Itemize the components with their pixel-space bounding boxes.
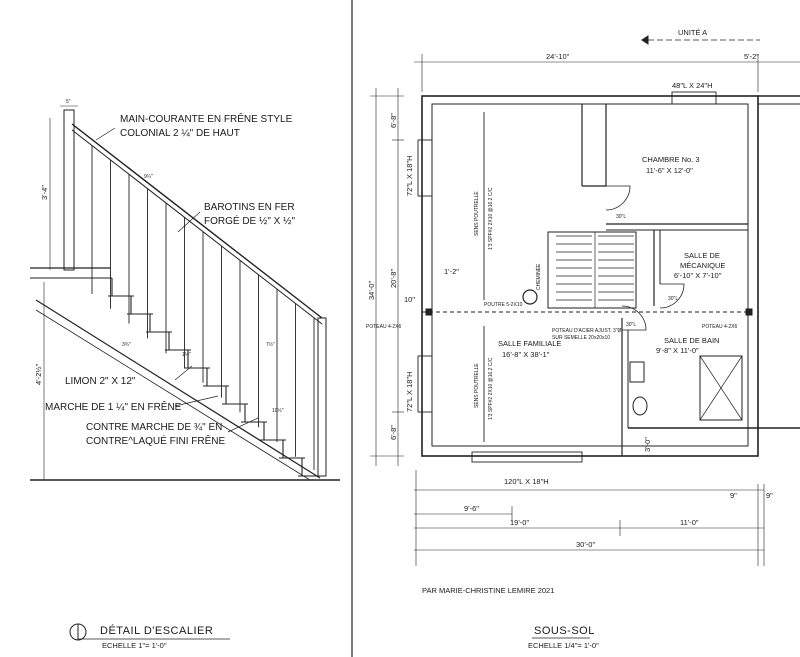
window-top: 48"L X 24"H xyxy=(672,81,713,90)
joist-lower: SENS POUTRELLE xyxy=(474,363,480,408)
dim-left-top: 6'-8" xyxy=(389,113,398,128)
shower xyxy=(699,355,743,421)
plan-stair-treads xyxy=(556,232,634,308)
dim-bottom-b: 19'-0" xyxy=(510,518,529,527)
door-bath: 30"L xyxy=(626,322,636,328)
window-bottom: 120"L X 18"H xyxy=(504,477,549,486)
dim-total-height: 4'-2½" xyxy=(34,363,43,385)
stringer-label: LIMON 2" X 12" xyxy=(65,376,136,387)
handrail-label-1: MAIN-COURANTE EN FRÊNE STYLE xyxy=(120,112,293,125)
dim-bath-notch: 3'-0" xyxy=(643,437,652,452)
stringer xyxy=(35,299,321,479)
bedroom-size: 11'-6" X 12'-0" xyxy=(646,166,693,175)
dim-d: 1½" xyxy=(182,351,191,358)
stair-detail-scale: ECHELLE 1"= 1'-0" xyxy=(102,641,167,650)
dim-left-bottom: 6'-8" xyxy=(389,425,398,440)
baluster-label-1: BAROTINS EN FER xyxy=(204,202,295,213)
dim-b: 3¾" xyxy=(122,342,131,348)
handrail-label-2: COLONIAL 2 ¼" DE HAUT xyxy=(120,127,240,139)
dim-left-small: 10" xyxy=(404,295,415,304)
bath-door xyxy=(621,305,647,331)
bath-size: 9'-8" X 11'-0" xyxy=(656,346,699,355)
post-left-note: POTEAU 4-2X6 xyxy=(366,324,402,330)
joist-upper-spec: 1'3 SPF#2 2X10 @16.2 C/C xyxy=(488,187,494,250)
dim-left-total: 34'-0" xyxy=(367,281,376,300)
dim-bottom-right-a: 9" xyxy=(730,491,737,500)
dim-e: 10½" xyxy=(272,407,284,414)
mech-name-1: SALLE DE xyxy=(684,251,720,260)
dim-top-main: 24'-10" xyxy=(546,52,570,61)
balusters xyxy=(91,145,315,470)
floor-plan-title: SOUS-SOL xyxy=(534,625,595,637)
chimney-note: CHEMINÉE xyxy=(535,263,542,290)
dim-bottom-c: 11'-0" xyxy=(680,518,699,527)
dim-a: 9¼" xyxy=(144,174,153,180)
stair-detail xyxy=(30,105,340,481)
post-right-note: POTEAU 4-2X6 xyxy=(702,324,738,330)
door-mech: 30"L xyxy=(668,296,678,302)
stair-opening xyxy=(547,231,637,309)
exterior-wall xyxy=(421,95,759,457)
mech-door xyxy=(659,283,685,309)
mech-size: 6'-10" X 7'-10" xyxy=(674,271,722,280)
floor-plan xyxy=(370,35,800,566)
dim-top-right: 5'-2" xyxy=(744,52,759,61)
dim-stair-offset: 1'-2" xyxy=(444,267,459,276)
joist-upper: SENS POUTRELLE xyxy=(474,191,480,236)
floor-plan-scale: ECHELLE 1/4"= 1'-0" xyxy=(528,641,599,650)
dim-bottom-right-b: 9" xyxy=(766,491,773,500)
family-name: SALLE FAMILIALE xyxy=(498,339,561,348)
bath-name: SALLE DE BAIN xyxy=(664,336,719,345)
riser-label-1: CONTRE MARCHE DE ¾" EN xyxy=(86,422,222,433)
window-left-upper: 72"L X 18"H xyxy=(405,156,414,197)
sink xyxy=(629,361,645,383)
dim-bottom-a: 9'-6" xyxy=(464,504,479,513)
dim-rail-height: 3'-4" xyxy=(40,185,49,200)
window-left-lower: 72"L X 18"H xyxy=(405,372,414,413)
door-bedroom: 30"L xyxy=(616,214,626,220)
beam-note: POUTRE 5-2X10 xyxy=(484,302,523,308)
joist-lower-spec: 1'3 SPF#2 2X10 @16.2 C/C xyxy=(488,357,494,420)
author-credit: PAR MARIE-CHRISTINE LEMIRE 2021 xyxy=(422,586,554,595)
stair-detail-title: DÉTAIL D'ESCALIER xyxy=(100,624,213,637)
stair-detail-title-block: DÉTAIL D'ESCALIER ECHELLE 1"= 1'-0" xyxy=(69,623,230,650)
baluster-label-2: FORGÉ DE ½" X ½" xyxy=(204,214,295,227)
family-size: 16'-8" X 38'-1" xyxy=(502,350,550,359)
toilet xyxy=(632,396,648,416)
bedroom-name: CHAMBRE No. 3 xyxy=(642,155,700,164)
tread-label: MARCHE DE 1 ¼" EN FRÊNE xyxy=(45,400,182,413)
mech-name-2: MÉCANIQUE xyxy=(680,261,725,270)
riser-label-2: CONTRE^LAQUÉ FINI FRÊNE xyxy=(86,434,225,447)
handrail xyxy=(71,123,323,319)
dim-c: 7½" xyxy=(266,341,275,348)
stair-steps xyxy=(108,278,324,477)
unit-label: UNITÉ A xyxy=(678,28,707,37)
dim-left-mid: 20'-8" xyxy=(389,269,398,288)
dim-top: 5" xyxy=(66,99,71,105)
newel-post xyxy=(63,109,75,271)
dim-bottom-total: 30'-0" xyxy=(576,540,595,549)
bedroom-door xyxy=(605,185,631,211)
steel-post-note-2: SUR SEMELLE 20x20x10 xyxy=(552,335,610,341)
steel-post-note-1: POTEAU D'ACIER AJUST. 3"Ø xyxy=(552,328,622,334)
